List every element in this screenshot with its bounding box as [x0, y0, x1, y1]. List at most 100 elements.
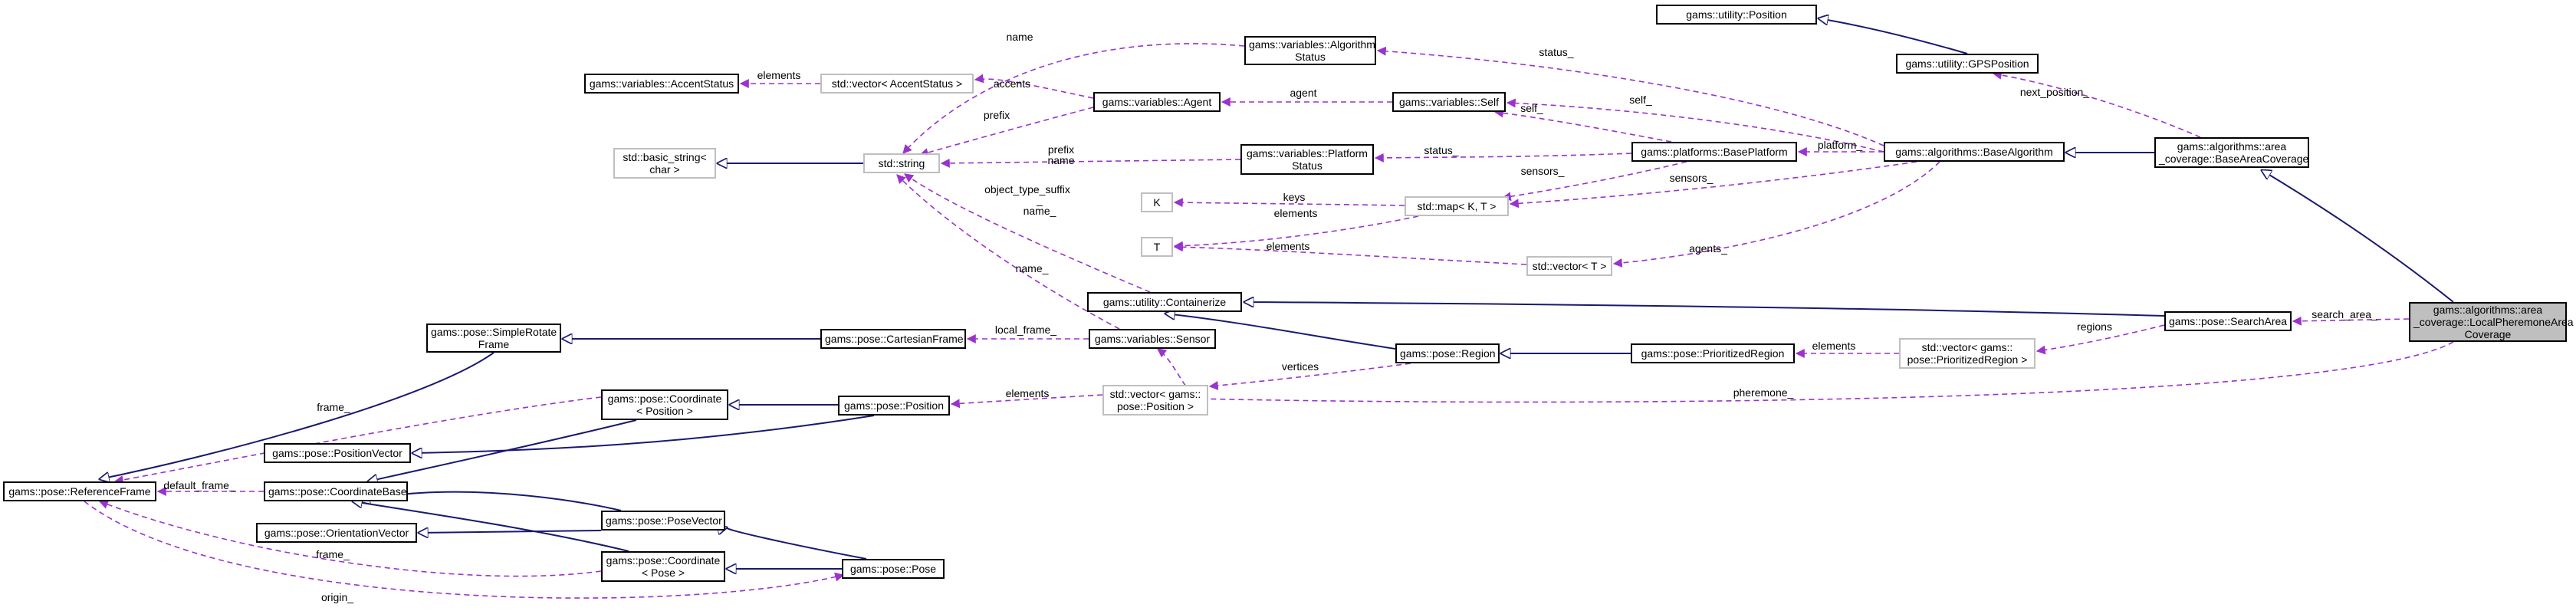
node-label-line: gams::variables::Self: [1399, 96, 1499, 108]
node-vector-t[interactable]: std::vector< T >: [1526, 256, 1612, 276]
node-label-line: T: [1153, 241, 1161, 253]
edge-label: elements: [1006, 387, 1050, 399]
edge-label: search_area_: [2312, 308, 2377, 320]
edge-label: origin_: [321, 591, 353, 603]
node-vector-prioritized-region[interactable]: std::vector< gams::pose::PrioritizedRegi…: [1899, 338, 2036, 369]
edge-label: vertices: [1282, 360, 1319, 373]
node-utility-position[interactable]: gams::utility::Position: [1656, 5, 1817, 25]
node-label-line: _coverage::LocalPheremoneArea: [2413, 316, 2574, 328]
usage-edge-self-platform: [1493, 108, 1672, 143]
node-vector-accentstatus[interactable]: std::vector< AccentStatus >: [820, 74, 974, 94]
node-label-line: gams::utility::Position: [1686, 8, 1787, 21]
node-K[interactable]: K: [1141, 192, 1173, 212]
node-coordinate-base[interactable]: gams::pose::CoordinateBase: [264, 481, 408, 501]
edge-label: local_frame_: [995, 324, 1056, 336]
node-basic-string[interactable]: std::basic_string<char >: [613, 148, 716, 179]
node-label-line: gams::pose::SearchArea: [2169, 315, 2288, 327]
node-search-area[interactable]: gams::pose::SearchArea: [2164, 311, 2292, 331]
edge-label: sensors_: [1521, 165, 1565, 177]
node-label-line: Status: [1292, 159, 1322, 172]
inheritance-edge-region-containerize: [1165, 314, 1396, 350]
usage-edge-status: [1376, 46, 1884, 146]
node-lpac[interactable]: gams::algorithms::area_coverage::LocalPh…: [2409, 302, 2574, 342]
node-pose-vector[interactable]: gams::pose::PoseVector: [601, 511, 725, 531]
edge-label: keys: [1283, 191, 1306, 203]
node-prioritized-region[interactable]: gams::pose::PrioritizedRegion: [1631, 343, 1795, 363]
node-reference-frame[interactable]: gams::pose::ReferenceFrame: [3, 481, 156, 501]
usage-edge-origin: [84, 501, 845, 599]
node-label-line: gams::algorithms::area: [2177, 140, 2287, 153]
usage-edge-agents: [1612, 161, 1940, 268]
node-base-area-coverage[interactable]: gams::algorithms::area_coverage::BaseAre…: [2154, 137, 2309, 168]
edge-label: agents_: [1689, 242, 1727, 255]
usage-edge-name: [902, 43, 1245, 154]
edge-label: elements: [757, 69, 801, 81]
node-label-line: gams::variables::Sensor: [1094, 333, 1211, 345]
usage-edge-frame-coordpose: [98, 500, 602, 577]
node-sensor[interactable]: gams::variables::Sensor: [1089, 329, 1216, 349]
node-pose[interactable]: gams::pose::Pose: [842, 559, 945, 579]
node-cartesian-frame[interactable]: gams::pose::CartesianFrame: [820, 329, 966, 349]
usage-edge-elements-map: [1173, 215, 1419, 251]
node-containerize[interactable]: gams::utility::Containerize: [1087, 292, 1242, 312]
node-label-line: gams::pose::ReferenceFrame: [8, 485, 151, 498]
node-gpsposition[interactable]: gams::utility::GPSPosition: [1896, 54, 2039, 74]
node-agent[interactable]: gams::variables::Agent: [1093, 92, 1221, 112]
edge-label: pheremone_: [1733, 386, 1794, 399]
inheritance-edge-posevector-orientation: [419, 531, 602, 533]
node-T[interactable]: T: [1141, 237, 1173, 257]
node-label-line: gams::pose::CoordinateBase: [268, 485, 407, 498]
edge-label: elements: [1812, 340, 1856, 352]
inheritance-edge-simplerotate-referenceframe: [100, 352, 495, 479]
edge-label: default_frame_: [163, 479, 235, 491]
node-label-line: _coverage::BaseAreaCoverage: [2159, 153, 2309, 165]
edge-label: frame_: [316, 548, 350, 560]
node-label-line: gams::pose::Coordinate: [607, 393, 722, 405]
node-vector-position[interactable]: std::vector< gams::pose::Position >: [1102, 385, 1208, 416]
node-position-vector[interactable]: gams::pose::PositionVector: [264, 443, 411, 463]
node-label-line: gams::pose::Pose: [849, 563, 937, 575]
node-accentstatus[interactable]: gams::variables::AccentStatus: [584, 74, 739, 94]
edge-label: name_: [1016, 262, 1049, 274]
node-label-line: gams::pose::Region: [1400, 347, 1496, 360]
node-label-line: std::vector< gams::: [1109, 388, 1201, 400]
node-self[interactable]: gams::variables::Self: [1392, 92, 1506, 112]
node-base-platform[interactable]: gams::platforms::BasePlatform: [1631, 142, 1797, 162]
usage-edge-elements-position: [950, 394, 1103, 409]
node-label-line: std::vector< T >: [1532, 260, 1607, 272]
node-pose-position[interactable]: gams::pose::Position: [838, 396, 950, 416]
edge-label: frame_: [317, 401, 350, 413]
inheritance-edge-gps-position: [1819, 18, 1968, 54]
edge-label: prefix: [1048, 143, 1074, 156]
node-region[interactable]: gams::pose::Region: [1395, 343, 1500, 363]
edge-label: status_: [1539, 46, 1573, 58]
edge-label: agent: [1290, 87, 1316, 99]
usage-edge-prefix-name: [940, 158, 1241, 168]
node-label-line: gams::variables::Platform: [1247, 147, 1368, 159]
node-std-string[interactable]: std::string: [863, 153, 940, 173]
inheritance-edge-lpac-bac: [2262, 170, 2454, 303]
node-base-algorithm[interactable]: gams::algorithms::BaseAlgorithm: [1884, 142, 2065, 162]
node-label-line: gams::algorithms::area: [2433, 304, 2543, 316]
edge-label: next_position_: [2020, 86, 2090, 98]
node-label-line: gams::variables::Algorithm: [1249, 38, 1375, 51]
node-coord-pose[interactable]: gams::pose::Coordinate< Pose >: [601, 551, 725, 582]
edge-label: regions: [2077, 320, 2112, 333]
usage-edge-elements-vector: [1173, 242, 1527, 265]
edge-label: elements: [1267, 240, 1310, 252]
node-label-line: gams::pose::Position: [844, 399, 944, 412]
node-coord-position[interactable]: gams::pose::Coordinate< Position >: [601, 389, 728, 420]
edge-label: sensors_: [1670, 172, 1714, 184]
usage-edge-accents: [974, 74, 1094, 99]
node-label-line: std::basic_string<: [623, 151, 707, 163]
node-orientation-vector[interactable]: gams::pose::OrientationVector: [256, 523, 417, 543]
node-map-kt[interactable]: std::map< K, T >: [1405, 196, 1509, 216]
usage-edge-name-sensor: [896, 174, 1120, 330]
node-label-line: < Pose >: [641, 567, 685, 579]
usage-edge-vertices: [1208, 363, 1411, 390]
inheritance-edge-searcharea-containerize: [1244, 302, 2165, 317]
